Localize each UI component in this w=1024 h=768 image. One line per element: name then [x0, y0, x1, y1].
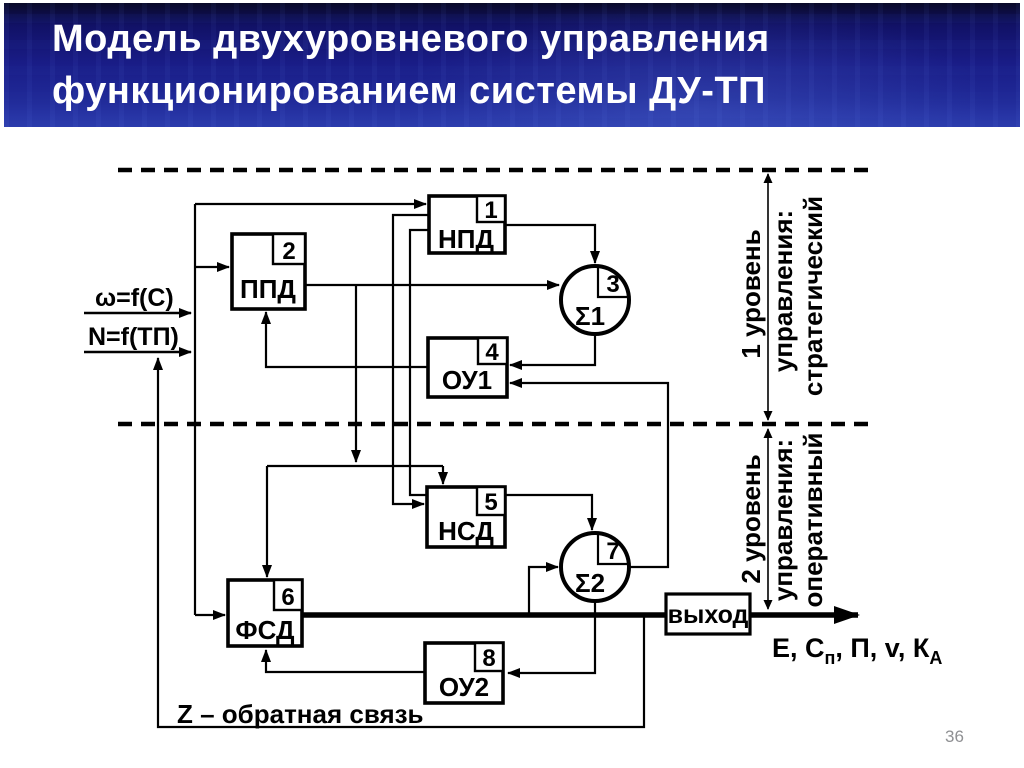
connector-ou1-to-ppd — [261, 311, 427, 369]
block-nsd: 5 НСД — [425, 485, 507, 549]
block-npd-number: 1 — [484, 197, 497, 224]
level2-label-line2: управления: — [768, 439, 798, 601]
block-sum1-label: Σ1 — [575, 301, 605, 331]
block-sum2: 7 Σ2 — [559, 531, 631, 603]
output-params-part1: Е, С — [772, 633, 825, 663]
connector-npd-to-nsd — [391, 213, 429, 509]
block-sum1: 3 Σ1 — [559, 264, 631, 336]
block-npd: 1 НПД — [427, 194, 507, 255]
block-ou2: 8 ОУ2 — [423, 641, 505, 705]
connector-ou2-to-fsd — [261, 649, 425, 674]
input-omega-label: ω=f(C) — [95, 284, 174, 312]
level1-label-line1: 1 уровень — [736, 229, 766, 358]
block-output: выход — [664, 592, 752, 636]
slide-title-line1: Модель двухуровневого управления — [52, 18, 770, 60]
feedback-label: Z – обратная связь — [177, 699, 424, 729]
page-number: 36 — [945, 727, 964, 746]
output-params-label: Е, Сп, П, v, КА — [772, 633, 942, 668]
connector-mainline-to-sum2 — [527, 562, 559, 614]
header-background-texture — [4, 3, 1020, 127]
connector-npd-to-sum1 — [505, 223, 600, 264]
block-fsd-number: 6 — [281, 584, 294, 611]
block-nsd-label: НСД — [438, 516, 494, 546]
connector-sum1-to-ou1 — [509, 334, 597, 370]
connector-nsd-to-sum2 — [505, 493, 597, 531]
level1-label-line2: управления: — [768, 210, 798, 372]
block-ppd-number: 2 — [282, 238, 295, 265]
block-ou2-number: 8 — [482, 645, 495, 672]
block-npd-label: НПД — [438, 224, 494, 254]
slide-title-line2: функционированием системы ДУ-ТП — [52, 70, 766, 112]
connector-sum2-to-ou2 — [507, 601, 597, 678]
level2-label-line3: оперативный — [798, 433, 828, 608]
block-sum2-number: 7 — [606, 538, 619, 565]
block-ou1: 4 ОУ1 — [426, 336, 509, 399]
block-fsd: 6 ФСД — [226, 578, 304, 648]
output-params-part2: , П, v, К — [835, 633, 929, 663]
block-nsd-number: 5 — [484, 489, 497, 516]
block-sum2-label: Σ2 — [575, 568, 605, 598]
output-params-sub2: А — [929, 648, 942, 668]
slide-header-banner: Модель двухуровневого управления функцио… — [4, 3, 1020, 127]
block-sum1-number: 3 — [606, 271, 619, 298]
block-ou1-number: 4 — [485, 339, 499, 366]
block-ppd-label: ППД — [240, 274, 296, 304]
slide-title: Модель двухуровневого управления функцио… — [52, 13, 992, 117]
input-n-label: N=f(ТП) — [88, 323, 179, 351]
level1-label-line3: стратегический — [798, 196, 828, 396]
connector-z-feedback — [153, 357, 646, 729]
block-fsd-label: ФСД — [235, 615, 295, 645]
block-output-label: выход — [668, 601, 749, 629]
connector-sum2-to-ou1 — [509, 378, 670, 569]
block-ou2-label: ОУ2 — [439, 672, 489, 702]
output-params-sub1: п — [825, 648, 836, 668]
level2-label-line1: 2 уровень — [736, 454, 766, 583]
connector-nsd-to-npd — [408, 228, 429, 497]
block-ou1-label: ОУ1 — [442, 365, 492, 395]
block-ppd: 2 ППД — [230, 232, 307, 311]
